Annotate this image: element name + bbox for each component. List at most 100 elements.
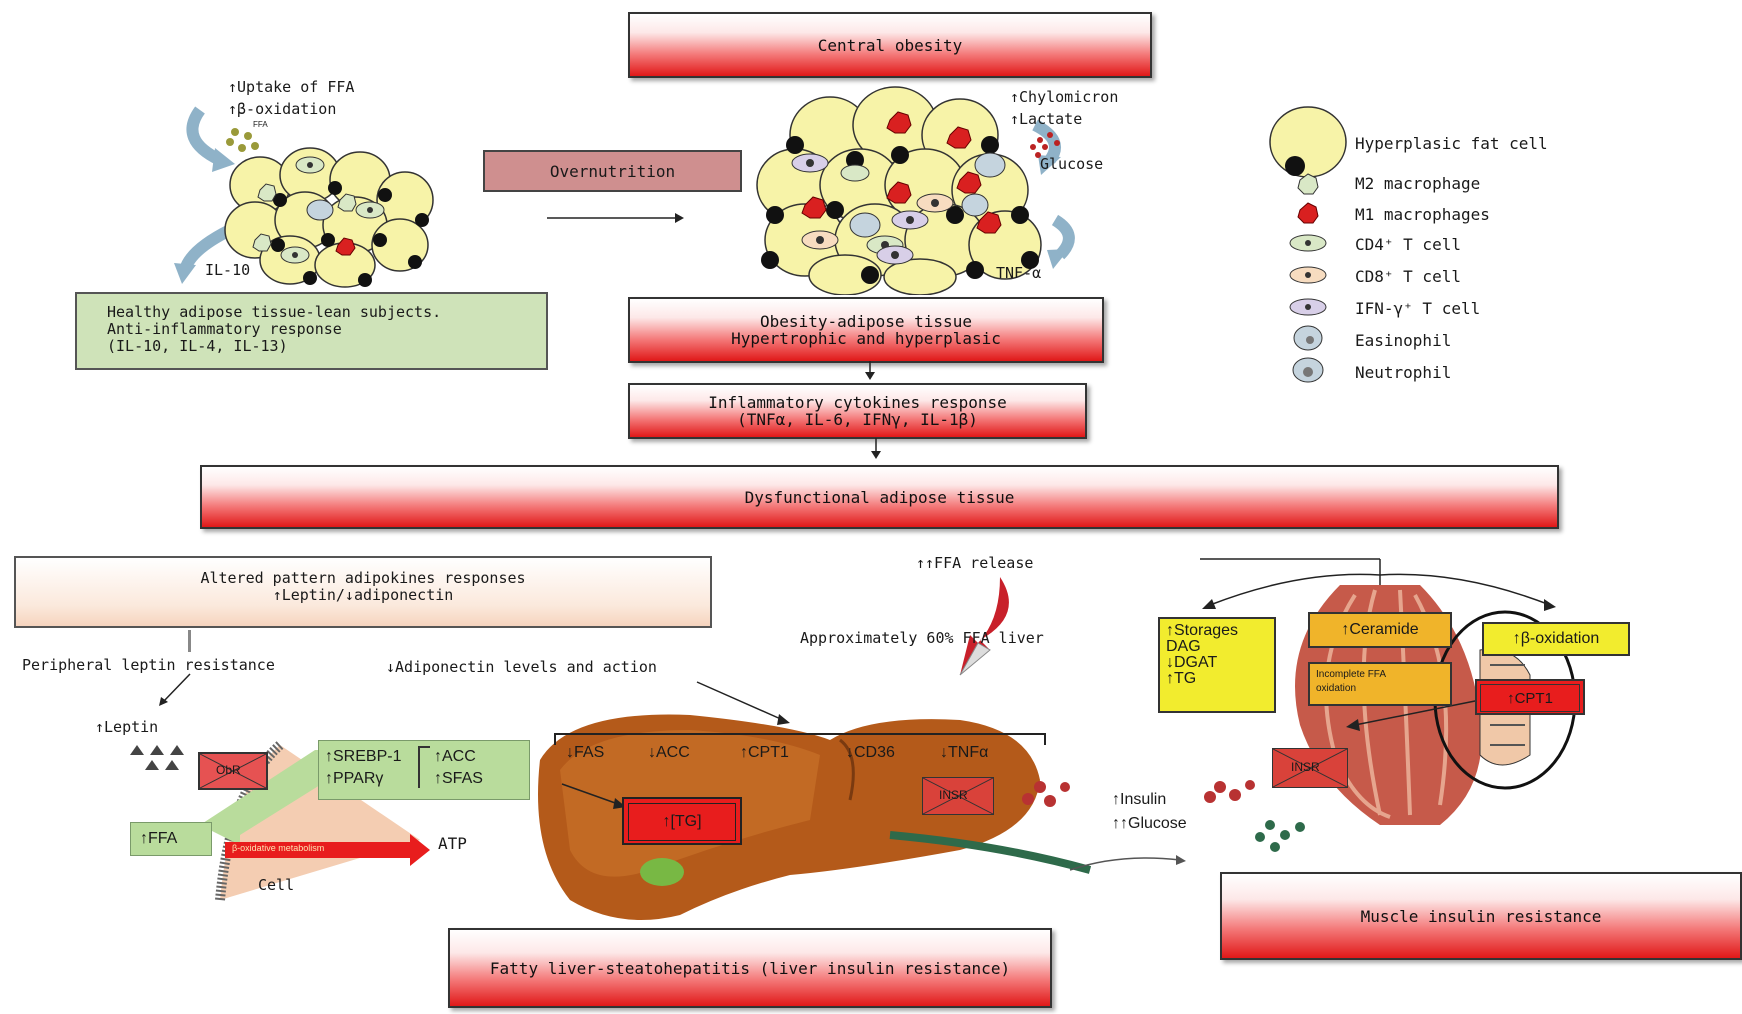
beta-oxidation-box: ↑β-oxidation	[1482, 622, 1630, 656]
insulin-label: ↑Insulin	[1112, 791, 1167, 808]
legend-eosinophil: Easinophil	[1355, 331, 1452, 350]
obr-receptor: ObR	[198, 752, 268, 790]
ffa-small-label: FFA	[253, 120, 268, 129]
storages-line-1: ↑Storages	[1166, 622, 1239, 639]
healthy-line-3: (IL-10, IL-4, IL-13)	[107, 337, 288, 355]
hyperplasic-fat-cell-icon	[1269, 106, 1347, 178]
sfas-label: ↑SFAS	[434, 770, 483, 787]
ffa-box	[130, 822, 212, 856]
liver-bracket	[554, 733, 1046, 745]
legend-ifn: IFN-γ⁺ T cell	[1355, 299, 1481, 318]
cpt1-muscle-label: ↑CPT1	[1507, 689, 1553, 707]
down-arrow-1	[865, 361, 875, 380]
legend-hyperplasic: Hyperplasic fat cell	[1355, 134, 1548, 153]
chylomicron-label: ↑Chylomicron	[1010, 88, 1119, 106]
dysfunctional-label: Dysfunctional adipose tissue	[744, 487, 1015, 507]
incomplete-line-1: Incomplete FFA	[1316, 669, 1387, 680]
healthy-line-2: Anti-inflammatory response	[107, 320, 342, 338]
legend-neutrophil: Neutrophil	[1355, 363, 1452, 382]
incomplete-ffa-box: Incomplete FFA oxidation	[1308, 662, 1452, 706]
srebp-label: ↑SREBP-1	[325, 748, 402, 765]
tg-box: ↑[TG]	[622, 797, 742, 845]
ffa-release-arrow	[959, 577, 1009, 676]
glucose-label: ↑↑Glucose	[1112, 815, 1187, 832]
overnutrition-box: Overnutrition	[483, 150, 742, 192]
adipokines-box: Altered pattern adipokines responses ↑Le…	[14, 556, 712, 628]
liver-insr: INSR	[922, 777, 994, 815]
liver-cpt1: ↑CPT1	[740, 744, 789, 761]
m1-macrophage-icon	[1297, 202, 1319, 224]
incomplete-line-2: oxidation	[1316, 683, 1357, 694]
metabolism-label: β-oxidative metabolism	[232, 843, 325, 853]
central-obesity-label: Central obesity	[817, 35, 963, 55]
legend-m2: M2 macrophage	[1355, 174, 1481, 193]
peripheral-arrow	[159, 673, 191, 706]
liver-insr-label: INSR	[939, 788, 968, 802]
tg-label: ↑[TG]	[662, 813, 702, 830]
cytokines-box: Inflammatory cytokines response (TNFα, I…	[628, 383, 1087, 439]
obesity-line-1: Obesity-adipose tissue	[760, 312, 972, 331]
peripheral-leptin-label: Peripheral leptin resistance	[22, 656, 275, 674]
insulin-glucose-dots	[889, 780, 1305, 874]
obr-label: ObR	[216, 763, 241, 777]
muscle-insr-label: INSR	[1291, 760, 1320, 774]
overnutrition-label: Overnutrition	[549, 161, 676, 181]
adipokines-connector	[188, 630, 191, 652]
tnf-alpha-top-label: TNF-α	[996, 264, 1042, 282]
beta-oxidation-label: ↑β-oxidation	[228, 100, 337, 118]
lactate-label: ↑Lactate	[1010, 110, 1083, 128]
uptake-ffa-label: ↑Uptake of FFA	[228, 78, 355, 96]
ffa-release-label: ↑↑FFA release	[916, 554, 1034, 572]
ffa-left-label: ↑FFA	[140, 830, 178, 847]
adiponectin-arrow	[696, 681, 790, 725]
storages-line-2: DAG	[1166, 638, 1201, 655]
liver-tnfa: ↓TNFα	[940, 744, 989, 761]
lean-adipose-illustration	[174, 106, 434, 288]
overnutrition-arrow	[547, 213, 684, 223]
m2-macrophage-icon	[1297, 173, 1319, 195]
obesity-adipose-box: Obesity-adipose tissue Hypertrophic and …	[628, 297, 1104, 363]
adipokines-line-2: ↑Leptin/↓adiponectin	[272, 586, 454, 604]
legend-m1: M1 macrophages	[1355, 205, 1490, 224]
cytokines-line-1: Inflammatory cytokines response	[708, 393, 1007, 412]
storages-line-3: ↓DGAT	[1166, 654, 1218, 671]
legend-cd8: CD8⁺ T cell	[1355, 267, 1461, 286]
fatty-liver-label: Fatty liver-steatohepatitis (liver insul…	[489, 958, 1011, 978]
adiponectin-label: ↓Adiponectin levels and action	[386, 658, 657, 676]
obese-adipose-illustration	[756, 86, 1075, 295]
ppar-label: ↑PPARγ	[325, 770, 384, 787]
atp-label: ATP	[438, 834, 467, 853]
tg-arrow	[561, 783, 626, 809]
ceramide-label: ↑Ceramide	[1341, 621, 1419, 638]
obesity-line-2: Hypertrophic and hyperplasic	[731, 329, 1001, 348]
dysfunctional-box: Dysfunctional adipose tissue	[200, 465, 1559, 529]
ceramide-box: ↑Ceramide	[1308, 612, 1452, 648]
glucose-top-label: Glucose	[1040, 155, 1104, 173]
muscle-ir-label: Muscle insulin resistance	[1360, 906, 1602, 926]
liver-cd36: ↓CD36	[846, 744, 895, 761]
healthy-line-1: Healthy adipose tissue-lean subjects.	[107, 303, 442, 321]
down-arrow-2	[871, 438, 881, 459]
liver-acc: ↓ACC	[648, 744, 690, 761]
storages-line-4: ↑TG	[1166, 670, 1197, 687]
healthy-adipose-box: Healthy adipose tissue-lean subjects. An…	[75, 292, 548, 370]
muscle-insr: INSR	[1272, 748, 1348, 788]
cpt1-muscle-box: ↑CPT1	[1475, 679, 1585, 715]
storages-box: ↑Storages DAG ↓DGAT ↑TG	[1158, 617, 1276, 713]
central-obesity-box: Central obesity	[628, 12, 1152, 78]
fatty-liver-box: Fatty liver-steatohepatitis (liver insul…	[448, 928, 1052, 1008]
acc-label: ↑ACC	[434, 748, 476, 765]
srebp-box	[318, 740, 530, 800]
liver-fas: ↓FAS	[566, 744, 605, 761]
muscle-ir-box: Muscle insulin resistance	[1220, 872, 1742, 960]
srebp-bracket	[418, 746, 430, 788]
legend-cd4: CD4⁺ T cell	[1355, 235, 1461, 254]
cell-label: Cell	[258, 876, 295, 894]
adipokines-line-1: Altered pattern adipokines responses	[200, 569, 526, 587]
approx-label: Approximately 60% FFA liver	[800, 629, 1044, 647]
beta-oxidation-muscle-label: ↑β-oxidation	[1512, 630, 1600, 647]
legend-icons	[1269, 106, 1347, 383]
il10-label: IL-10	[205, 261, 251, 279]
cytokines-line-2: (TNFα, IL-6, IFNγ, IL-1β)	[737, 410, 978, 429]
leptin-label: ↑Leptin	[95, 718, 159, 736]
